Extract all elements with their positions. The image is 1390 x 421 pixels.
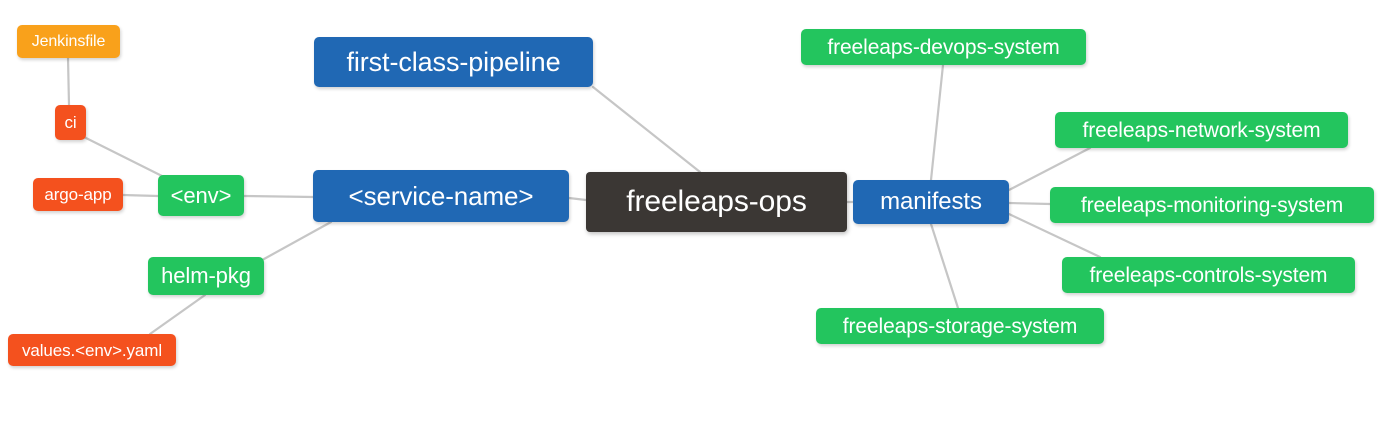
mindmap-node-freeleaps-controls-system[interactable]: freeleaps-controls-system [1062, 257, 1355, 293]
mindmap-node-service-name[interactable]: <service-name> [313, 170, 569, 222]
mindmap-node-freeleaps-monitoring-system[interactable]: freeleaps-monitoring-system [1050, 187, 1374, 223]
edge-helm-pkg-to-service-name [262, 220, 333, 261]
mindmap-node-freeleaps-ops[interactable]: freeleaps-ops [586, 172, 847, 232]
mindmap-node-env[interactable]: <env> [158, 175, 244, 216]
node-label-ci: ci [64, 113, 77, 132]
node-label-freeleaps-ops: freeleaps-ops [626, 185, 807, 218]
node-label-manifests: manifests [880, 188, 982, 215]
edge-manifests-to-freeleaps-storage-system [929, 222, 960, 310]
mindmap-node-freeleaps-devops-system[interactable]: freeleaps-devops-system [801, 29, 1086, 65]
edge-manifests-to-freeleaps-network-system [1007, 146, 1092, 192]
node-label-first-class-pipeline: first-class-pipeline [346, 46, 561, 77]
node-label-values-env-yaml: values.<env>.yaml [21, 340, 163, 360]
edge-ci-to-env [82, 135, 164, 178]
mindmap-node-ci[interactable]: ci [55, 105, 86, 140]
node-label-freeleaps-controls-system: freeleaps-controls-system [1089, 263, 1328, 287]
mindmap-node-values-env-yaml[interactable]: values.<env>.yaml [8, 334, 176, 366]
edge-manifests-to-freeleaps-monitoring-system [1007, 201, 1052, 206]
mindmap-node-first-class-pipeline[interactable]: first-class-pipeline [314, 37, 593, 87]
edge-first-class-pipeline-to-freeleaps-ops [591, 85, 702, 174]
edge-values-env-yaml-to-helm-pkg [148, 293, 207, 336]
edge-jenkinsfile-to-ci [66, 56, 71, 107]
node-label-freeleaps-devops-system: freeleaps-devops-system [827, 35, 1060, 59]
edge-argo-app-to-env [121, 193, 160, 198]
mindmap-node-jenkinsfile[interactable]: Jenkinsfile [17, 25, 120, 58]
node-label-freeleaps-monitoring-system: freeleaps-monitoring-system [1080, 193, 1344, 217]
mindmap-node-manifests[interactable]: manifests [853, 180, 1009, 224]
mindmap-node-helm-pkg[interactable]: helm-pkg [148, 257, 264, 295]
node-label-helm-pkg: helm-pkg [161, 263, 251, 288]
mindmap-node-freeleaps-storage-system[interactable]: freeleaps-storage-system [816, 308, 1104, 344]
node-label-freeleaps-storage-system: freeleaps-storage-system [842, 314, 1078, 338]
node-label-jenkinsfile: Jenkinsfile [31, 32, 106, 50]
node-label-service-name: <service-name> [348, 181, 534, 211]
mindmap-node-freeleaps-network-system[interactable]: freeleaps-network-system [1055, 112, 1348, 148]
node-label-argo-app: argo-app [44, 185, 112, 204]
mindmap-node-argo-app[interactable]: argo-app [33, 178, 123, 211]
node-label-freeleaps-network-system: freeleaps-network-system [1082, 118, 1321, 142]
edge-service-name-to-freeleaps-ops [567, 196, 588, 202]
edge-manifests-to-freeleaps-devops-system [929, 63, 945, 182]
edge-env-to-service-name [242, 194, 315, 199]
node-label-env: <env> [170, 182, 232, 208]
